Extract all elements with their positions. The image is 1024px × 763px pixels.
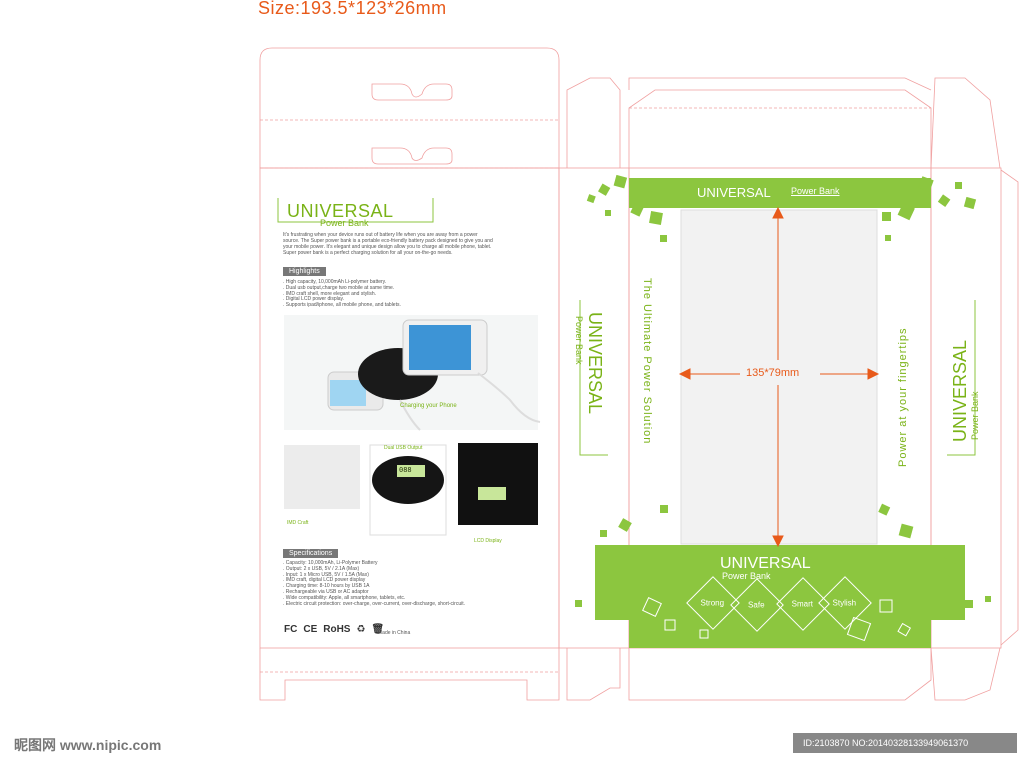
window-dimensions: 135*79mm <box>746 367 800 379</box>
specifications-label: Specifications <box>283 549 339 558</box>
front-green-graphics <box>595 178 965 648</box>
front-bottom-frame <box>710 549 849 575</box>
recycle-icon: ♻ <box>356 624 366 635</box>
lcd-reading: 088 <box>399 466 412 474</box>
spec-item: . Charging time: 8-10 hours by USB 1A <box>283 583 370 590</box>
highlight-item: . High capacity, 10,000mAh Li-polymer ba… <box>283 279 387 285</box>
certification-marks: FC CE RoHS ♻ 🗑 <box>284 624 384 635</box>
back-brand-title: UNIVERSAL <box>287 201 394 221</box>
hang-hole-bottom <box>371 147 453 165</box>
right-flap-frame <box>947 300 976 456</box>
caption-dual-usb: Dual USB Output <box>384 445 423 451</box>
specifications-list: . Capacity: 10,000mAh, Li-Polymer Batter… <box>283 560 523 607</box>
id-watermark: ID:2103870 NO:20140328133949061370 <box>793 733 1017 753</box>
decor-outline-squares <box>642 597 912 642</box>
spec-item: . Electric circuit protection: over-char… <box>283 600 466 607</box>
feature-label: Smart <box>791 599 813 609</box>
photo-caption: Charging your Phone <box>400 403 457 409</box>
product-window <box>680 209 878 545</box>
left-slogan: The Ultimate Power Solution <box>641 278 653 445</box>
dimension-arrows <box>678 206 880 548</box>
spec-item: . Wide compatibility: Apple, all smartph… <box>283 594 406 601</box>
highlights-label: Highlights <box>283 267 326 276</box>
spec-item: . IMD craft, digital LCD power display <box>283 577 366 584</box>
back-brand-frame <box>277 198 434 223</box>
front-bottom-sub: Power Bank <box>722 571 771 581</box>
left-flap-sub: Power Bank <box>574 316 584 365</box>
weee-bin-icon: 🗑 <box>371 624 385 635</box>
feature-label: Safe <box>748 600 765 610</box>
feature-label: Strong <box>700 598 725 608</box>
right-flap-sub: Power Bank <box>970 391 980 440</box>
fcc-mark: FC <box>284 624 298 635</box>
highlight-item: . Digital LCD power display. <box>283 296 345 303</box>
site-watermark: 昵图网 www.nipic.com <box>14 737 162 753</box>
feature-label: Stylish <box>832 598 857 608</box>
caption-imd: IMD Craft <box>287 520 309 526</box>
front-top-brand: UNIVERSAL <box>697 185 771 200</box>
highlight-item: . IMD craft shell, more elegant and styl… <box>283 290 377 297</box>
right-slogan: Power at your fingertips <box>897 327 909 467</box>
highlight-item: . Dual usb output,charge two mobile at s… <box>283 284 395 291</box>
spec-item: . Input: 1 x Micro USB, 5V / 1.5A (Max) <box>283 571 369 578</box>
front-bottom-brand: UNIVERSAL <box>720 555 811 572</box>
ce-mark: CE <box>303 624 318 635</box>
left-flap-frame <box>579 300 608 456</box>
back-brand-subtitle: Power Bank <box>320 218 369 228</box>
left-flap-brand: UNIVERSAL <box>585 312 605 415</box>
rohs-mark: RoHS <box>323 624 351 635</box>
right-flap-brand: UNIVERSAL <box>950 339 970 442</box>
size-label: Size:193.5*123*26mm <box>258 0 447 18</box>
back-intro: It's frustrating when your device runs o… <box>283 232 493 256</box>
hang-hole-top <box>371 83 453 101</box>
spec-item: . Capacity: 10,000mAh, Li-Polymer Batter… <box>283 560 378 566</box>
made-in-label: Made in China <box>378 630 411 636</box>
decor-squares <box>575 174 991 608</box>
spec-item: . Rechargeable via USB or AC adaptor <box>283 588 369 595</box>
spec-item: . Output: 2 x USB, 5V / 2.1A (Max) <box>283 565 360 572</box>
highlights-list: . High capacity, 10,000mAh Li-polymer ba… <box>283 279 483 309</box>
product-photos <box>284 315 541 536</box>
caption-lcd: LCD Display <box>474 538 502 544</box>
back-top-flap-outline <box>259 47 560 169</box>
front-top-sub: Power Bank <box>791 186 840 196</box>
highlight-item: . Supports ipad/iphone, all mobile phone… <box>283 302 401 309</box>
